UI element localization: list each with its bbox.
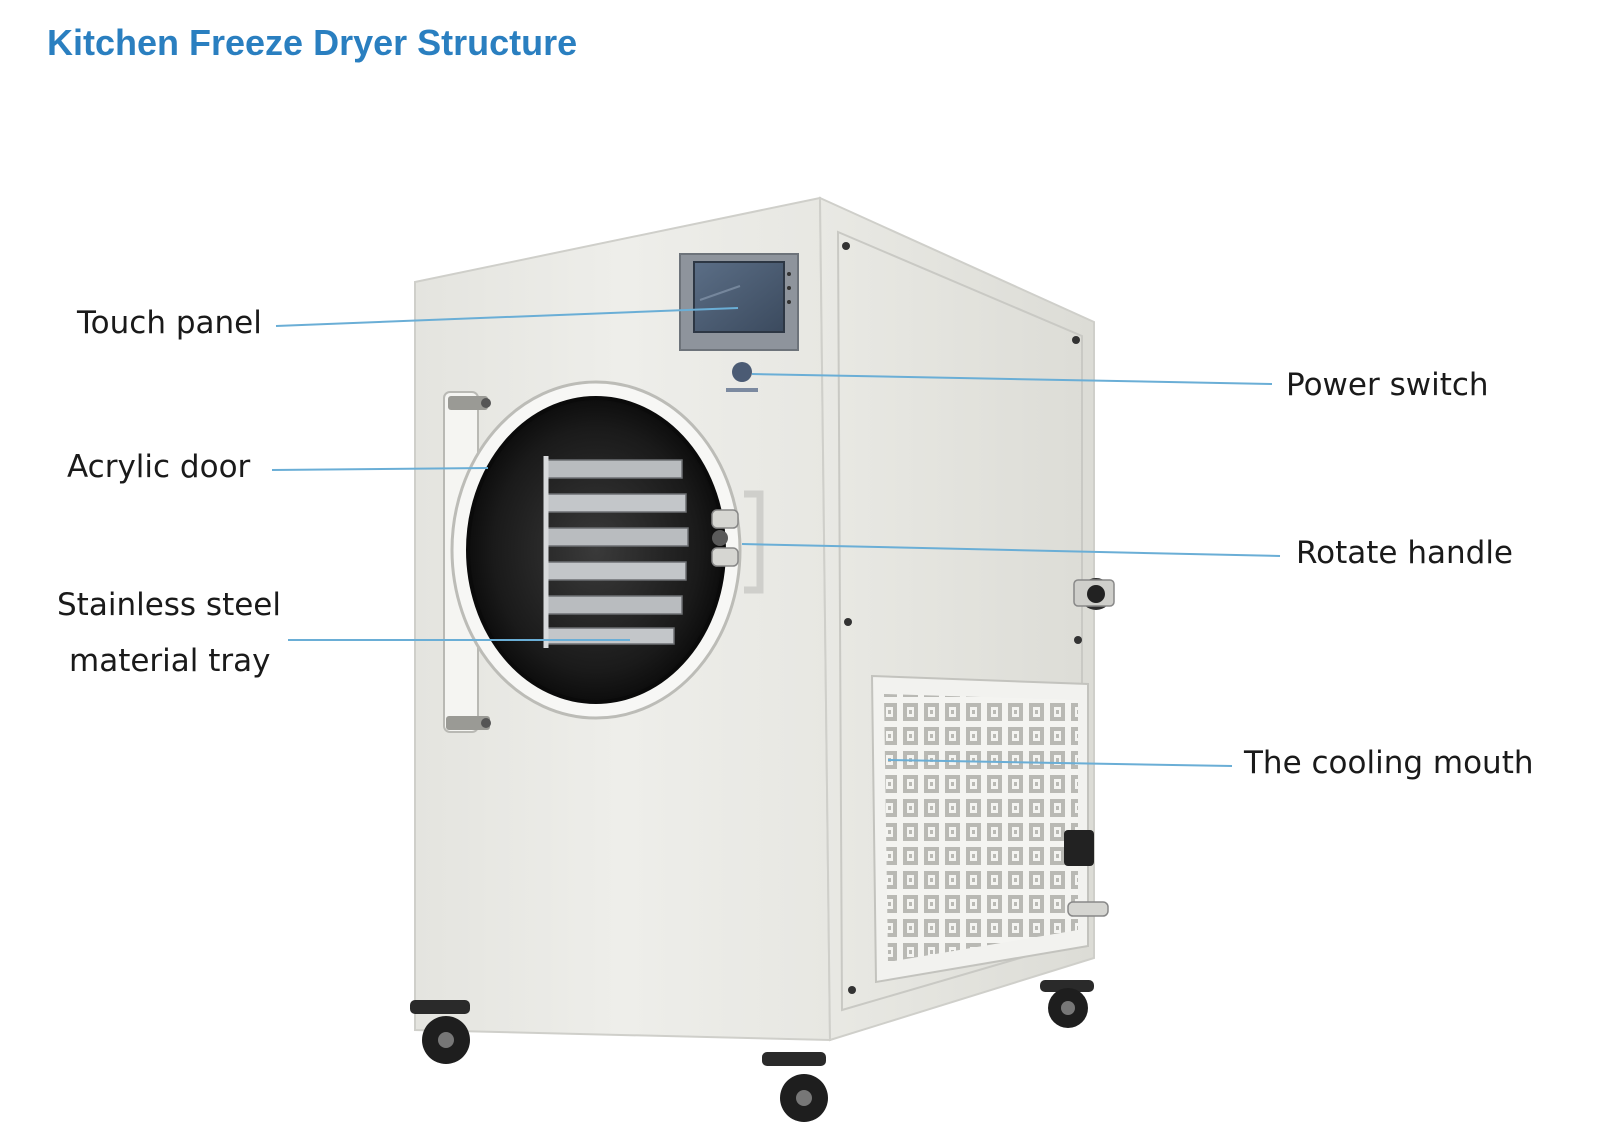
caster-front-right (762, 1052, 828, 1122)
caster-back-right (1040, 980, 1094, 1028)
leader-line-cooling-mouth (887, 759, 1233, 767)
label-acrylic-door: Acrylic door (67, 449, 251, 485)
acrylic-door (450, 380, 742, 720)
drain-valve (1064, 830, 1094, 866)
label-power-switch: Power switch (1286, 367, 1489, 403)
label-rotate-handle: Rotate handle (1296, 535, 1513, 571)
leader-line-power-switch (751, 373, 1273, 385)
page-title: Kitchen Freeze Dryer Structure (47, 22, 578, 63)
label-cooling-mouth: The cooling mouth (1244, 745, 1534, 781)
caster-front-left (410, 1000, 470, 1064)
side-valve-knob (1073, 578, 1115, 610)
label-tray-line2: material tray (69, 643, 271, 679)
drain-outlet (1067, 901, 1109, 917)
cooling-mouth (870, 674, 1089, 984)
leader-lines (271, 307, 1281, 767)
leader-line-acrylic-door (271, 467, 489, 471)
touch-panel (679, 253, 799, 351)
label-touch-panel: Touch panel (77, 305, 262, 341)
label-tray-line1: Stainless steel (57, 587, 281, 623)
stainless-steel-tray (543, 456, 689, 648)
leader-line-rotate-handle (741, 543, 1281, 557)
leader-line-touch-panel (275, 307, 739, 327)
rotate-handle (711, 490, 764, 594)
power-switch (726, 362, 758, 392)
